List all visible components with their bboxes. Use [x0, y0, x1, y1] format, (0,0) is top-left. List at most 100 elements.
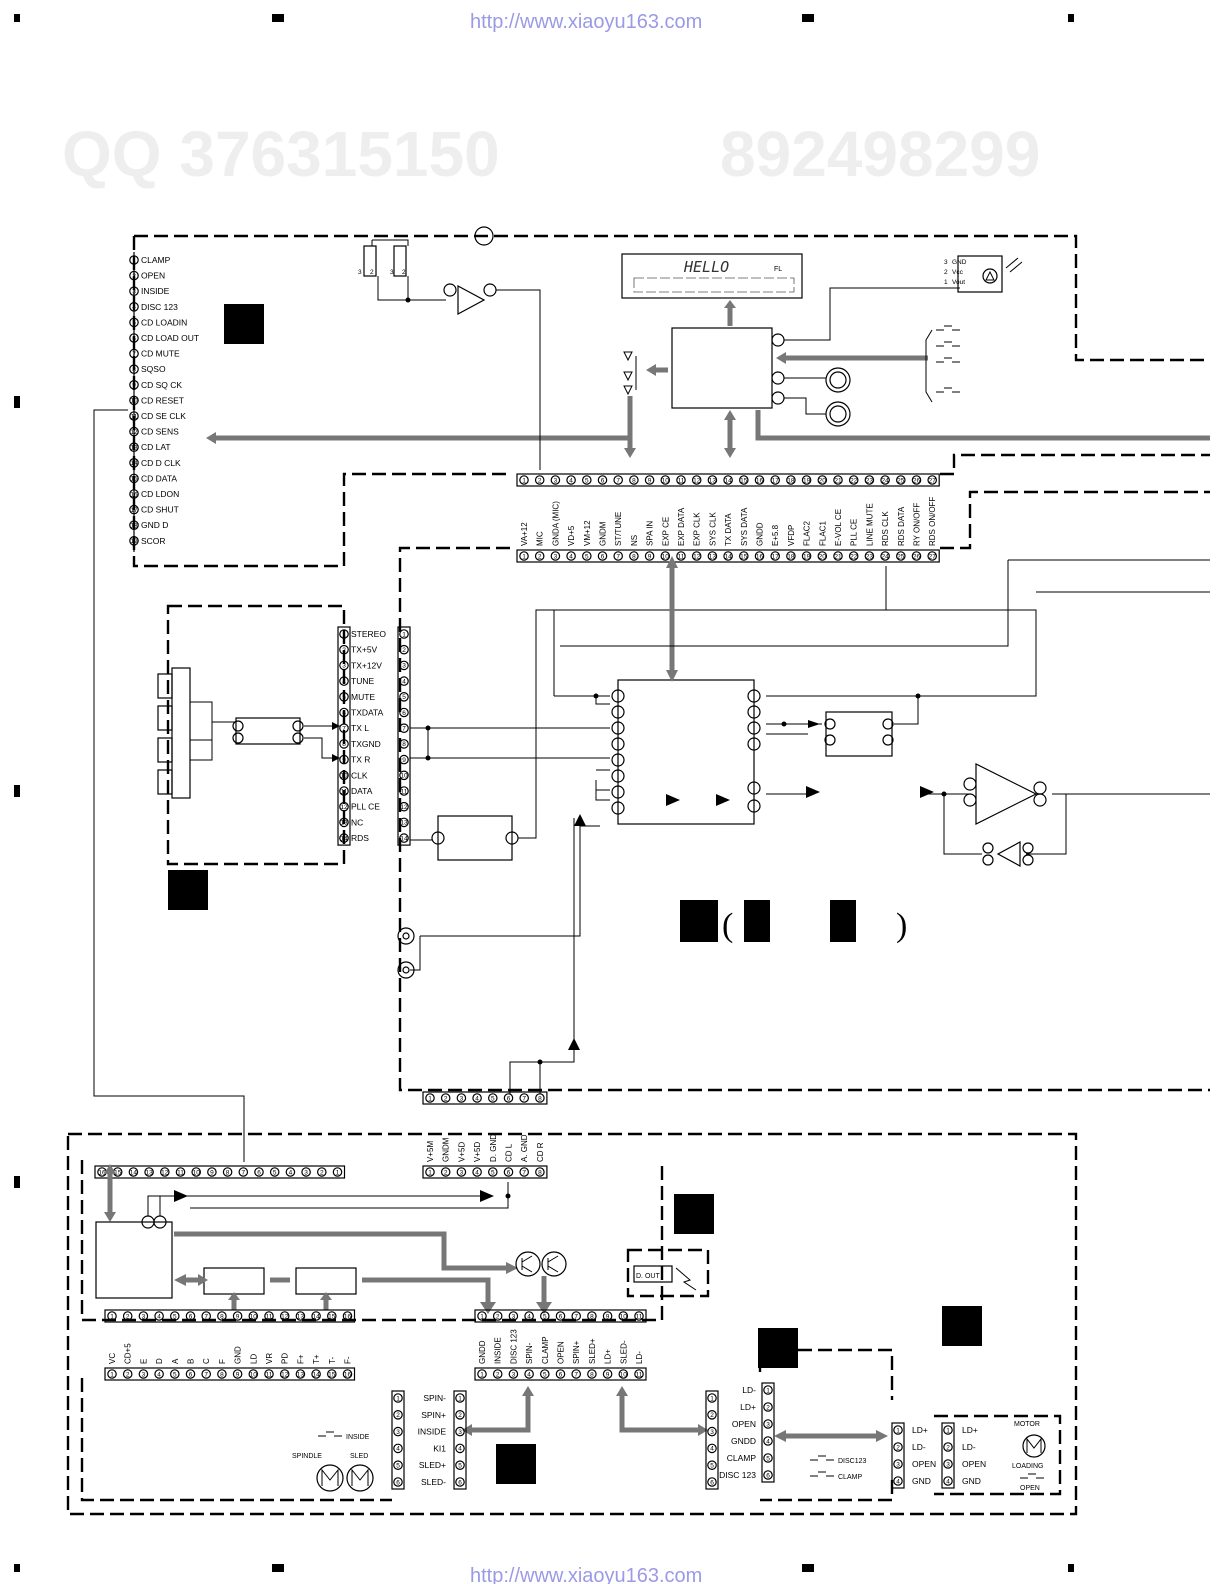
proc-pin [611, 737, 625, 751]
svg-text:8: 8 [402, 741, 406, 748]
svg-text:2: 2 [710, 1412, 714, 1419]
clamp-switch: CLAMP [810, 1471, 862, 1481]
connector-pin: 12 [691, 475, 702, 485]
connector-pin: 4D [154, 1358, 164, 1379]
svg-text:14: 14 [724, 477, 732, 484]
svg-text:10: 10 [250, 1313, 258, 1320]
proc-pin [611, 785, 625, 799]
svg-text:10: 10 [193, 1169, 201, 1176]
pin-label: CD+5 [124, 1343, 133, 1364]
svg-text:15: 15 [130, 476, 138, 483]
svg-text:18: 18 [130, 523, 138, 530]
pin-label: GND [962, 1476, 981, 1486]
connector-pin: 13 [295, 1311, 306, 1321]
pin-label: LD- [635, 1351, 644, 1364]
aux-jack-icon [397, 961, 415, 979]
connector-pin: 6 [503, 1167, 514, 1177]
tuner-filter [235, 717, 301, 745]
connector-pin: 1 [425, 1093, 435, 1103]
svg-text:6: 6 [766, 1472, 770, 1479]
connector-pin: 5 [269, 1167, 280, 1177]
pin-label: F+ [296, 1354, 305, 1364]
svg-text:27: 27 [929, 553, 937, 560]
signal-arrow [920, 786, 934, 798]
connector-pin: 7ST/TUNE [613, 512, 623, 561]
svg-text:2: 2 [496, 1313, 500, 1320]
pin-label: VA+12 [520, 522, 529, 546]
system-controller [671, 327, 773, 409]
svg-text:5: 5 [173, 1371, 177, 1378]
svg-text:2: 2 [458, 1412, 462, 1419]
svg-text:1: 1 [480, 1313, 484, 1320]
connector-pin: 5 [455, 1460, 465, 1470]
svg-text:12: 12 [281, 1371, 289, 1378]
key-switch-icon [936, 325, 960, 331]
connector-pin: 8F [217, 1359, 227, 1379]
svg-text:4: 4 [458, 1446, 462, 1453]
connector-pin: 23 [864, 475, 875, 485]
rds-decoder [437, 815, 513, 861]
connector-pin: 9 [644, 475, 655, 485]
connector-pin: 2 [393, 1410, 403, 1420]
svg-text:2: 2 [396, 1412, 400, 1419]
cd-dsp [95, 1221, 173, 1299]
connector-pin: 7 [201, 1311, 211, 1321]
svg-text:7: 7 [402, 726, 406, 733]
connector-pin: 4VD+5 [566, 525, 576, 561]
connector-pin: 1 [107, 1311, 117, 1321]
connector-pin: 3 [707, 1426, 717, 1437]
connector-pin: 8 [222, 1167, 233, 1177]
connector-pin: 6 [597, 475, 608, 485]
pin-label: LD+ [912, 1425, 928, 1435]
pin-label: LD+ [962, 1425, 978, 1435]
connector-pin: 13 [399, 817, 409, 828]
power-amp [975, 763, 1038, 825]
svg-text:9: 9 [210, 1169, 214, 1176]
connector-pin: 13 [144, 1167, 154, 1177]
svg-text:CLAMP: CLAMP [838, 1474, 862, 1481]
proc-left-pins [611, 689, 625, 815]
pin-label: PLL CE [850, 519, 859, 546]
pin-label: A [171, 1358, 180, 1364]
svg-text:24: 24 [881, 477, 889, 484]
svg-text:1: 1 [336, 1169, 340, 1176]
feedback-buffer [996, 840, 1021, 868]
connector-pin: 1 [943, 1425, 953, 1435]
svg-text:6: 6 [559, 1371, 563, 1378]
inside-switch: INSIDE [318, 1431, 370, 1441]
svg-text:DISC123: DISC123 [838, 1458, 867, 1465]
pin-label: EXP CLK [693, 512, 702, 546]
svg-text:10: 10 [662, 477, 670, 484]
pin-label: SLED+ [588, 1338, 597, 1364]
proc-pin [747, 721, 761, 735]
proc-pin [611, 721, 625, 735]
svg-text:22: 22 [850, 477, 858, 484]
pin-label: VD+5 [567, 525, 576, 546]
connector-pin: 15 [326, 1311, 337, 1321]
paren-close: ) [896, 907, 907, 944]
svg-text:1: 1 [946, 1427, 950, 1434]
connector-pin: 12 [399, 801, 409, 812]
svg-text:8: 8 [538, 1095, 542, 1102]
svg-text:4: 4 [475, 1169, 479, 1176]
pin-label: SPIN- [525, 1342, 534, 1364]
pin-label: ST/TUNE [614, 512, 623, 546]
svg-text:4: 4 [132, 304, 136, 311]
svg-text:7: 7 [204, 1313, 208, 1320]
svg-text:1: 1 [522, 477, 526, 484]
pin-label: T+ [312, 1354, 321, 1364]
audio-processor [617, 679, 755, 825]
